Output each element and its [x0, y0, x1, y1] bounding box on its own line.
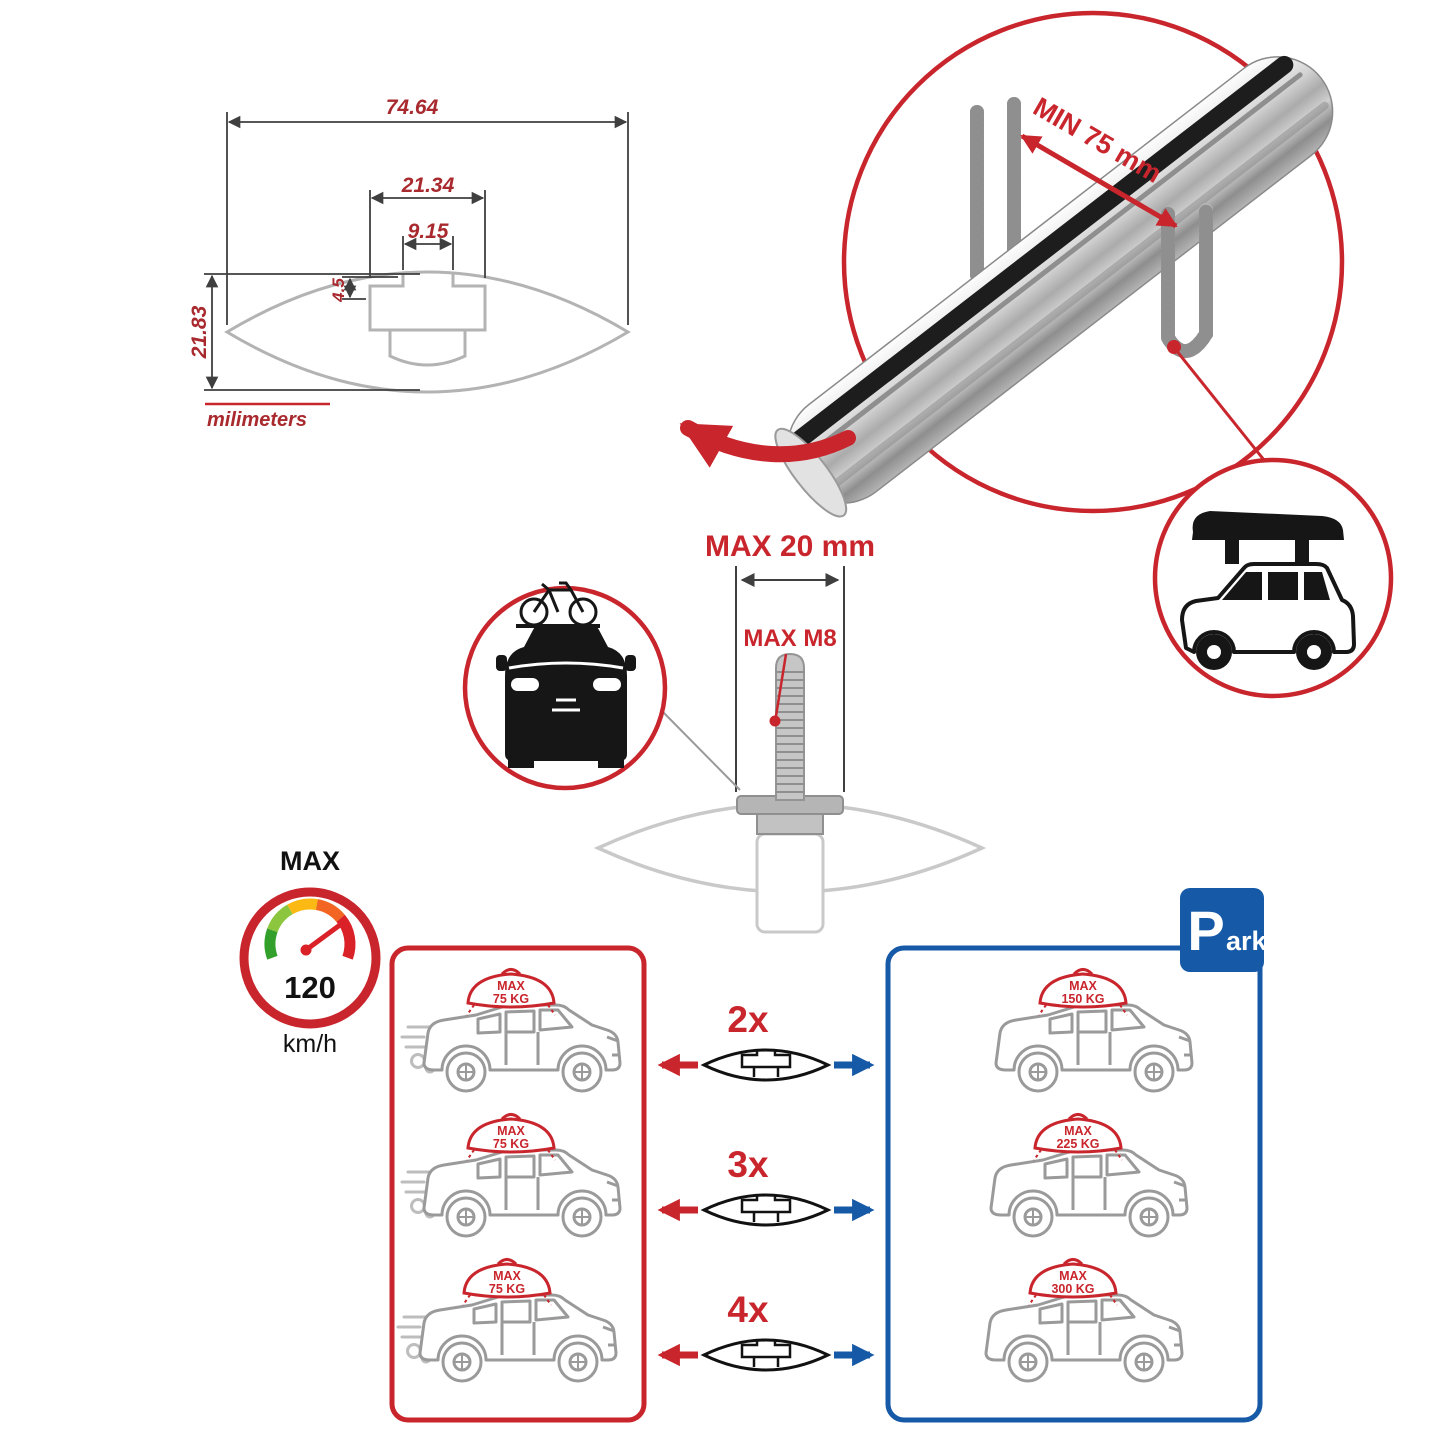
parked-car-2: MAX 225 KG [989, 1113, 1189, 1238]
suv-roofbox-badge [1152, 457, 1394, 699]
count-4x: 4x [727, 1289, 769, 1330]
t-nut-stem [755, 832, 825, 934]
gauge-needle [303, 919, 347, 953]
t-plate-base [756, 813, 824, 835]
thread-label: MAX M8 [743, 625, 836, 652]
dim-slot-width: 9.15 [408, 220, 449, 243]
bag-tag: MAX [497, 979, 525, 993]
gauge-pivot [300, 944, 312, 956]
threaded-bolt-icon [775, 652, 805, 801]
bag-weight: 300 KG [1051, 1282, 1094, 1296]
crossbar-photo: MIN 75 mm [679, 10, 1345, 518]
dimension-lines [204, 112, 629, 391]
driving-car-1: MAX 75 KG [400, 968, 622, 1093]
dim-channel-width: 21.34 [401, 174, 455, 197]
callout-line [1174, 349, 1270, 466]
speedometer: MAX 120 km/h [239, 846, 381, 1058]
profile-dimension-diagram: 74.64 21.34 9.15 4.5 21.83 milimeters [188, 96, 631, 431]
crossbar-count-rows: 2x 3x 4x [662, 999, 870, 1370]
thread-dot [769, 715, 781, 727]
crossbar-2x-icon [662, 1049, 870, 1080]
u-bolt-right-icon [1161, 203, 1213, 358]
thread-leader [774, 653, 788, 717]
bag-tag: MAX [497, 1124, 525, 1138]
parked-car-3: MAX 300 KG [984, 1258, 1184, 1383]
driving-car-2: MAX 75 KG [400, 1113, 622, 1238]
parked-panel [885, 945, 1263, 1423]
park-sign-p: P [1187, 899, 1224, 962]
speed-value: 120 [284, 970, 336, 1005]
clearance-arrow [1020, 133, 1178, 229]
units-label: milimeters [207, 409, 307, 431]
bag-weight: 150 KG [1061, 992, 1104, 1006]
parked-car-1: MAX 150 KG [994, 968, 1194, 1093]
bag-tag: MAX [1059, 1269, 1087, 1283]
bolt-diagram: MAX 20 mm MAX M8 [593, 530, 987, 934]
dim-width-total: 74.64 [386, 96, 439, 119]
driving-car-3: MAX 75 KG [396, 1258, 618, 1383]
bag-weight: 75 KG [493, 1137, 529, 1151]
crossbar-cross-section [224, 270, 631, 394]
bag-weight: 75 KG [489, 1282, 525, 1296]
park-sign-rest: ark [1226, 926, 1268, 956]
bag-tag: MAX [1064, 1124, 1092, 1138]
badge-leader [662, 711, 741, 791]
crossbar-3x-icon [662, 1194, 870, 1225]
dim-profile-height: 21.83 [188, 305, 211, 359]
driving-panel [389, 945, 647, 1423]
crossbar-4x-icon [662, 1339, 870, 1370]
count-3x: 3x [727, 1144, 769, 1185]
bag-tag: MAX [493, 1269, 521, 1283]
suv-roofbox-icon [1180, 511, 1356, 670]
dim-lip-depth: 4.5 [329, 278, 348, 303]
car-front-icon [496, 624, 636, 768]
speed-unit: km/h [283, 1030, 337, 1058]
bike-car-badge [462, 581, 668, 791]
bag-weight: 75 KG [493, 992, 529, 1006]
bolt-dim-lines [735, 566, 845, 792]
plate-width-label: MAX 20 mm [705, 530, 875, 563]
count-2x: 2x [727, 999, 769, 1040]
park-sign: P ark [1180, 888, 1268, 972]
bag-weight: 225 KG [1056, 1137, 1099, 1151]
speed-title: MAX [280, 846, 340, 876]
bag-tag: MAX [1069, 979, 1097, 993]
curved-arrow-icon [679, 420, 856, 468]
